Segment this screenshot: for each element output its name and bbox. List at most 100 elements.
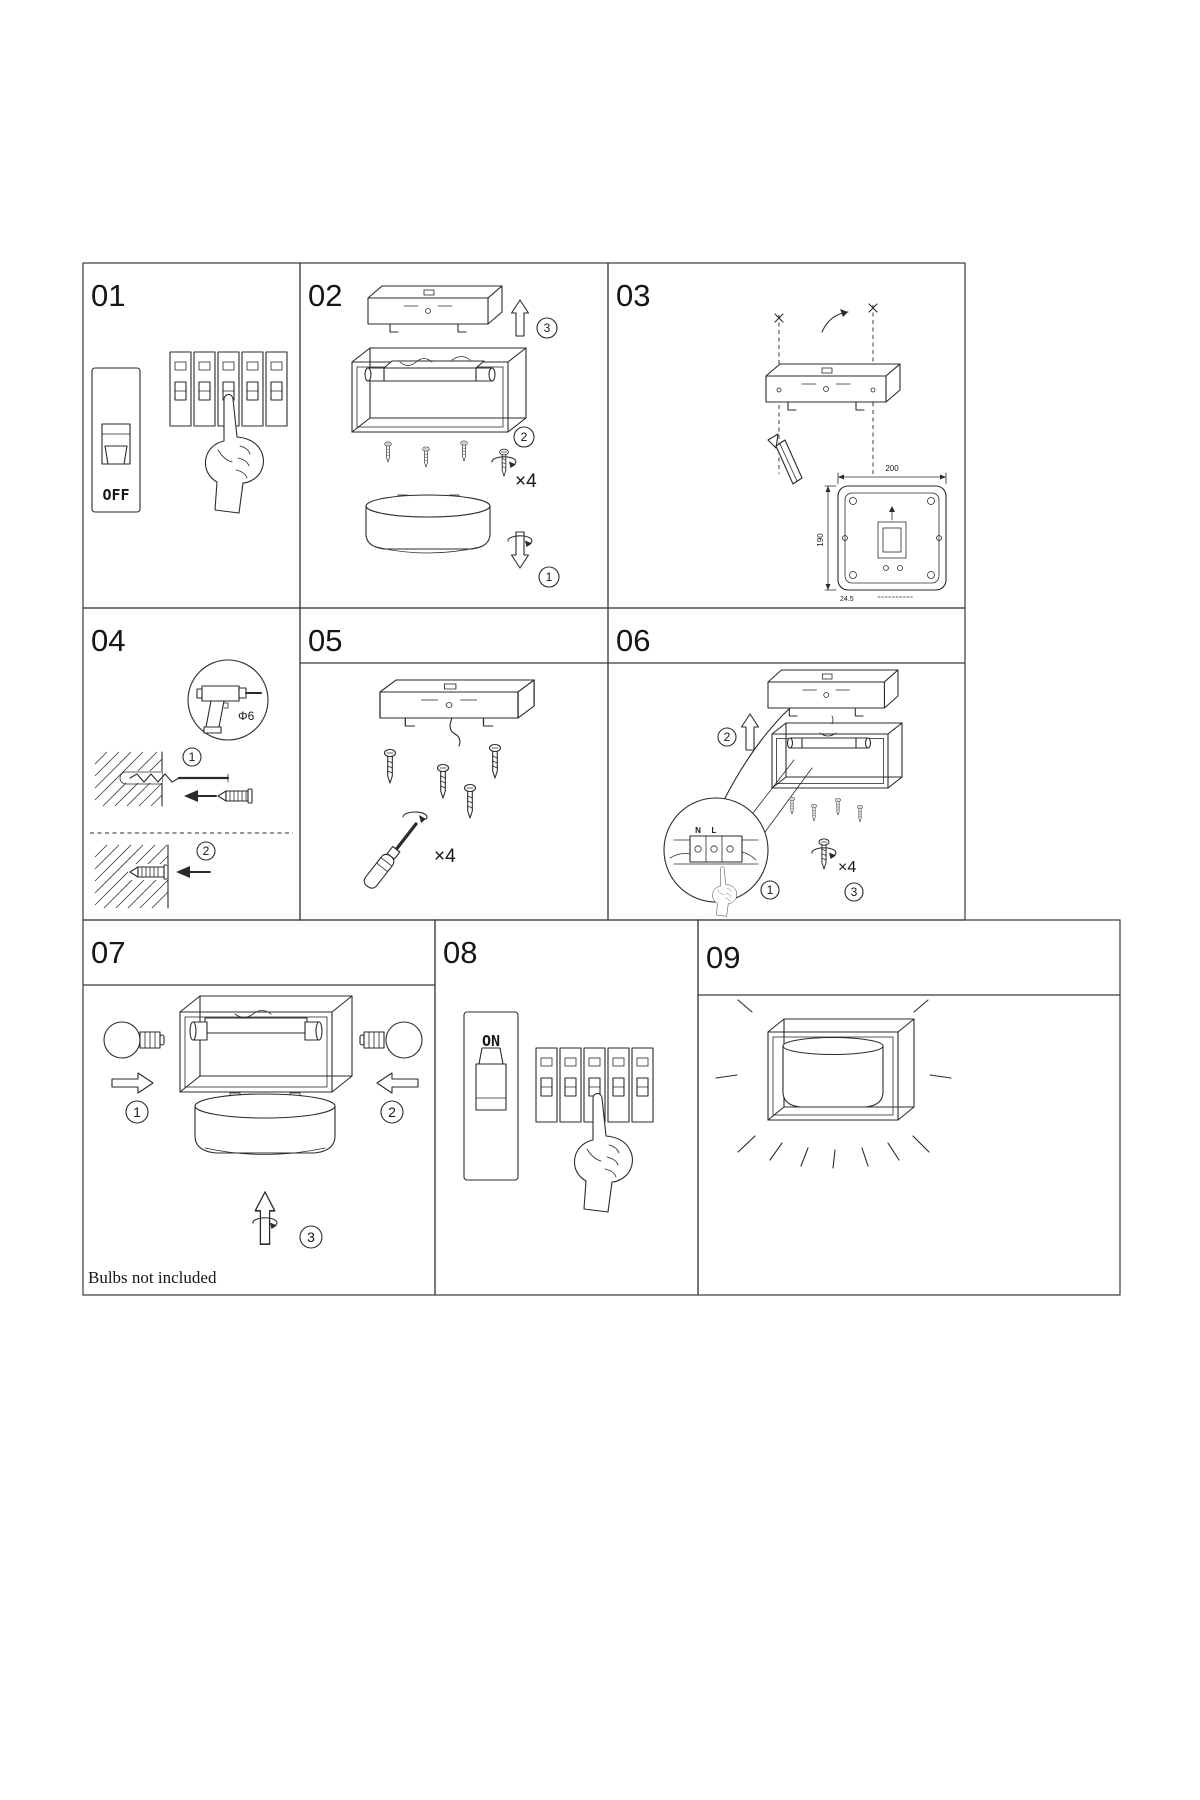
canopy-plate-icon [767, 669, 899, 717]
screw-icon [383, 748, 397, 784]
panel-08-number: 08 [443, 935, 477, 970]
panel-04-number: 04 [91, 623, 125, 658]
svg-text:2: 2 [203, 844, 210, 858]
up-arrow-icon [740, 713, 760, 751]
panel-02: 02 3 2 [308, 278, 560, 588]
diffuser-icon [194, 1092, 336, 1155]
step-3-badge: 3 [536, 317, 558, 339]
fixture-frame-icon [771, 722, 903, 789]
panel-05-number: 05 [308, 623, 342, 658]
screw-icon [788, 796, 796, 815]
svg-text:2: 2 [724, 730, 731, 744]
bulbs-note: Bulbs not included [88, 1268, 217, 1287]
wall-anchor-inserted-icon [128, 864, 169, 880]
svg-text:2: 2 [521, 430, 528, 444]
step-2-badge: 2 [717, 727, 737, 747]
twist-down-arrow-icon [507, 531, 533, 569]
step-1-badge: 1 [182, 747, 202, 767]
panel-grid [82, 262, 1121, 1296]
screw-icon [463, 783, 477, 819]
panel-06: 06 2 [616, 623, 903, 917]
drill-diameter-label: Φ6 [238, 709, 255, 723]
panel-04: 04 Φ6 1 [90, 623, 293, 909]
mark-x-icon [774, 313, 784, 323]
assembled-light-icon [767, 1018, 915, 1121]
mark-x-icon [868, 303, 878, 313]
rotate-arrow-icon [402, 811, 428, 823]
twist-up-arrow-icon [252, 1191, 278, 1245]
screw-icon [436, 763, 450, 799]
panel-09: 09 [706, 940, 952, 1169]
wall-switch-on-icon: ON [463, 1011, 519, 1181]
panel-08: 08 ON [443, 935, 654, 1213]
step-3-badge: 3 [299, 1225, 323, 1249]
insert-arrow-icon [111, 1072, 154, 1094]
terminal-n-label: N [695, 826, 701, 835]
panel-02-number: 02 [308, 278, 342, 313]
bulb-icon [103, 1021, 165, 1059]
zoom-callout-line [752, 759, 795, 814]
screw-turn-icon [491, 448, 517, 477]
wall-switch-off-icon: OFF [91, 367, 141, 513]
panel-03-number: 03 [616, 278, 650, 313]
screw-qty-label: ×4 [434, 846, 456, 867]
svg-text:3: 3 [851, 885, 858, 899]
panel-07: 07 1 [88, 935, 423, 1287]
screw-qty-label: ×4 [515, 471, 537, 492]
bulb-icon [359, 1021, 423, 1059]
plate-hole [870, 387, 876, 393]
terminal-block-icon: N L [669, 826, 759, 865]
canopy-plate-icon [765, 363, 901, 411]
panel-06-number: 06 [616, 623, 650, 658]
svg-text:3: 3 [307, 1229, 315, 1245]
switch-on-label: ON [482, 1032, 500, 1050]
step-1-badge: 1 [125, 1100, 149, 1124]
screw-icon [834, 797, 842, 816]
step-3-badge: 3 [844, 882, 864, 902]
wall-anchor-icon [217, 788, 253, 804]
canopy-plate-icon [367, 285, 503, 333]
terminal-l-label: L [712, 826, 717, 835]
wall-hatch [94, 751, 163, 807]
step-2-badge: 2 [196, 841, 216, 861]
light-rays-icon [715, 999, 952, 1169]
screw-icon [422, 446, 430, 468]
screw-icon [810, 803, 818, 822]
insert-arrow-icon [176, 866, 211, 878]
zoom-callout-line [764, 767, 813, 833]
step-2-badge: 2 [380, 1100, 404, 1124]
svg-text:2: 2 [388, 1104, 396, 1120]
screw-qty-label: ×4 [838, 859, 856, 876]
step-1-badge: 1 [760, 880, 780, 900]
svg-text:1: 1 [189, 750, 196, 764]
insert-arrow-icon [184, 790, 217, 802]
panel-07-number: 07 [91, 935, 125, 970]
panel-01: 01 OFF [91, 278, 288, 514]
screw-icon [460, 440, 468, 462]
plate-hole [776, 387, 782, 393]
dim-height-label: 190 [816, 533, 825, 547]
zoom-circle: N L [663, 797, 769, 917]
screw-icon [488, 743, 502, 779]
screw-icon [384, 441, 392, 463]
drill-bit-icon [129, 773, 230, 783]
screw-turn-icon [811, 838, 837, 870]
wire-icon [449, 717, 461, 747]
canopy-plate-icon [379, 679, 535, 727]
wire-icon [723, 707, 791, 801]
panel-03: 03 [616, 278, 947, 603]
panel-01-number: 01 [91, 278, 125, 313]
drill-icon [196, 685, 262, 734]
dim-width-label: 200 [885, 464, 899, 473]
screwdriver-icon [363, 811, 428, 889]
curve-arrow-icon [821, 309, 849, 333]
up-arrow-icon [510, 299, 530, 337]
fixture-frame-icon [351, 347, 527, 433]
panel-09-number: 09 [706, 940, 740, 975]
svg-text:1: 1 [133, 1104, 141, 1120]
step-1-badge: 1 [538, 566, 560, 588]
svg-text:1: 1 [546, 570, 553, 584]
step-2-badge: 2 [513, 426, 535, 448]
dimension-diagram: 200 190 24.5 [816, 464, 947, 603]
